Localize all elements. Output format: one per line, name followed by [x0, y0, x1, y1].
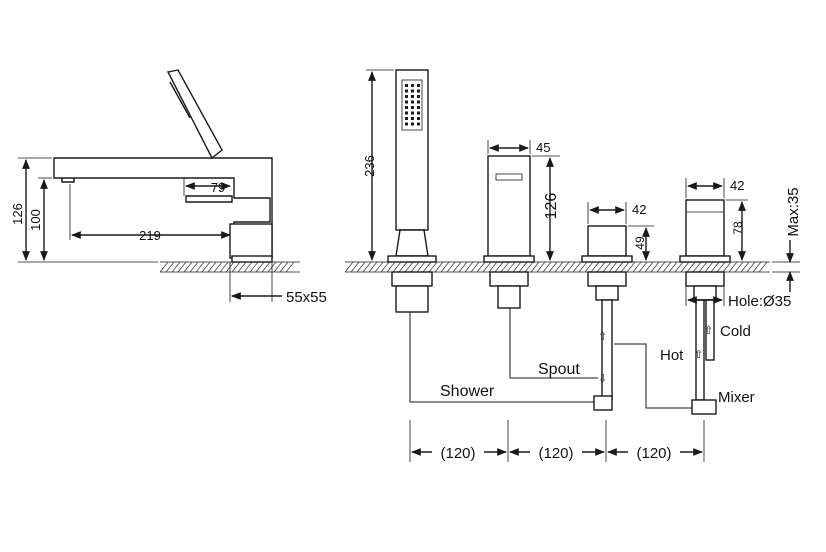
handshower-holder: [395, 229, 429, 257]
deck-hatch: [159, 261, 295, 273]
handshower-side: [166, 69, 223, 160]
front-view: ⇧ ⇩ ⇧ ⇧ 236 45 126 42 49 42: [344, 69, 802, 462]
dim-text-126-front: 126: [543, 193, 560, 220]
mixer-handle: [685, 199, 725, 257]
spout-connector: [497, 285, 521, 309]
mixer-outlet: [691, 399, 717, 415]
diverter-inlet: [593, 395, 613, 411]
spout-front: [487, 155, 531, 257]
spout-label: Spout: [538, 361, 580, 378]
hot-arrow-icon: ⇧: [694, 349, 703, 361]
deck-hatch-front: [344, 261, 768, 273]
handshower-flange: [387, 255, 437, 263]
shower-hose: [409, 312, 598, 403]
diverter-body: [595, 285, 619, 301]
dim-text-78: 78: [731, 221, 745, 235]
dim-text-79: 79: [211, 180, 225, 195]
spout-flange: [231, 255, 273, 263]
diverter-flange: [581, 255, 633, 263]
spacing-label-3: (120): [636, 445, 671, 462]
mixer-label: Mixer: [718, 389, 755, 406]
spout-pipe: [509, 308, 598, 379]
handshower-body-under: [395, 285, 429, 313]
mixer-to-diverter-pipe: [614, 343, 692, 409]
mixer-flange: [679, 255, 731, 263]
arrow-up-icon: ⇧: [598, 331, 607, 343]
hole-label: Hole:Ø35: [728, 293, 791, 310]
dim-text-236: 236: [362, 155, 377, 177]
dim-text-126: 126: [10, 203, 25, 225]
handshower-face: [169, 81, 191, 119]
handshower-head: [401, 79, 423, 131]
mixer-nut: [685, 271, 725, 287]
handshower-nozzles: [405, 84, 420, 126]
arrow-down-icon: ⇩: [598, 373, 607, 385]
side-view: 126 100 219 79 55x55: [10, 69, 327, 306]
handshower: [395, 69, 429, 231]
dim-text-49: 49: [633, 236, 647, 250]
hot-label: Hot: [660, 347, 684, 364]
lever: [185, 195, 233, 203]
diverter-handle: [587, 225, 627, 257]
spacing-label-2: (120): [538, 445, 573, 462]
cold-arrow-icon: ⇧: [704, 325, 713, 337]
spacing-label-1: (120): [440, 445, 475, 462]
dim-text-42-mixer: 42: [730, 178, 744, 193]
diverter-pipe: [601, 299, 613, 401]
spout-flange-front: [483, 255, 535, 263]
dim-text-max: Max:35: [785, 187, 802, 236]
cold-label: Cold: [720, 323, 751, 340]
dim-text-42-valve: 42: [632, 202, 646, 217]
spout-outlet: [61, 178, 75, 183]
mixer-body: [693, 285, 717, 301]
dim-text-100: 100: [28, 209, 43, 231]
spout-outlet-front: [495, 173, 523, 181]
spout-nut: [489, 271, 529, 287]
diverter-nut: [587, 271, 627, 287]
dim-text-55x55: 55x55: [286, 289, 327, 306]
handshower-nut: [391, 271, 433, 287]
dim-text-45: 45: [536, 140, 550, 155]
dim-text-219: 219: [139, 228, 161, 243]
shower-label: Shower: [440, 383, 495, 400]
spout-base: [229, 223, 273, 259]
